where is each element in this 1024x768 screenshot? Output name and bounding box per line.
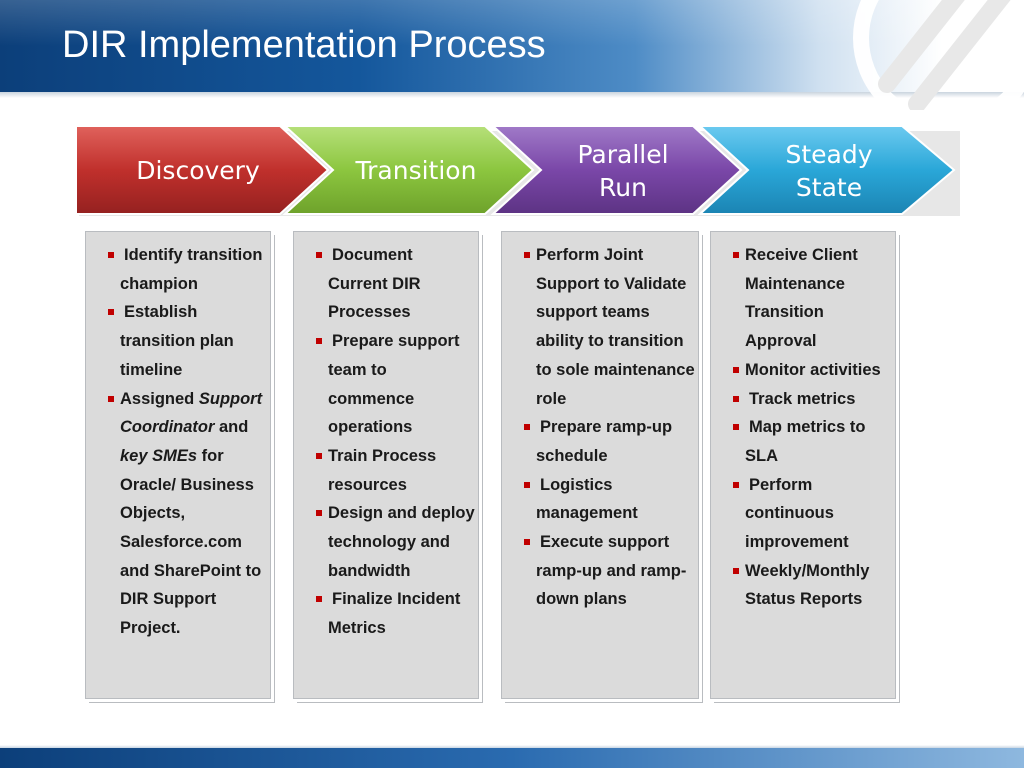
bullet-icon	[733, 252, 739, 258]
bullet-icon	[733, 395, 739, 402]
bullet-icon	[733, 567, 739, 574]
parallel-run-tasks-box: Perform Joint Support to Validate suppor…	[501, 231, 699, 699]
list-item: Finalize Incident Metrics	[316, 585, 476, 642]
phase-label-parallel: Parallel	[577, 140, 668, 169]
phase-label-transition: Transition	[355, 156, 477, 185]
bullet-icon	[524, 481, 530, 488]
list-item: Prepare support team to commence operati…	[316, 327, 476, 442]
parallel-run-task-list: Perform Joint Support to Validate suppor…	[524, 241, 696, 614]
bullet-icon	[524, 252, 530, 258]
steady-state-task-list: Receive Client Maintenance Transition Ap…	[733, 241, 893, 614]
discovery-task-list: Identify transition champion Establish t…	[108, 241, 268, 643]
bullet-icon	[108, 309, 114, 316]
phase-label-discovery: Discovery	[136, 156, 260, 185]
footer-bar	[0, 745, 1024, 768]
bullet-icon	[524, 539, 530, 546]
bullet-icon	[524, 424, 530, 431]
phase-label-run: Run	[599, 173, 647, 202]
list-item: Receive Client Maintenance Transition Ap…	[733, 241, 893, 356]
chevron-steady-state	[697, 125, 956, 215]
list-item: Track metrics	[733, 385, 893, 414]
header-divider	[0, 92, 1024, 98]
chevron-transition	[282, 125, 535, 215]
list-item: Prepare ramp-up schedule	[524, 413, 696, 470]
slide-title: DIR Implementation Process	[62, 24, 546, 66]
transition-task-list: Document Current DIR Processes Prepare s…	[316, 241, 476, 643]
list-item: Perform Joint Support to Validate suppor…	[524, 241, 696, 413]
bullet-icon	[316, 338, 322, 345]
bullet-icon	[316, 452, 322, 459]
list-item: Design and deploy technology and bandwid…	[316, 499, 476, 585]
phase-label-steady: Steady	[785, 140, 872, 169]
list-item: Train Process resources	[316, 442, 476, 499]
bullet-icon	[316, 596, 322, 603]
bullet-icon	[108, 252, 114, 258]
header-banner	[0, 0, 1024, 92]
bullet-icon	[108, 395, 114, 402]
list-item: Document Current DIR Processes	[316, 241, 476, 327]
list-item: Weekly/Monthly Status Reports	[733, 557, 893, 614]
chevron-parallel-run	[490, 125, 743, 215]
bullet-icon	[733, 481, 739, 488]
list-item: Establish transition plan timeline	[108, 298, 268, 384]
bullet-icon	[733, 424, 739, 431]
bullet-icon	[316, 510, 322, 517]
phase-chevrons: Discovery Transition Parallel Run Steady…	[75, 125, 960, 216]
phase-label-state: State	[796, 173, 862, 202]
discovery-tasks-box: Identify transition champion Establish t…	[85, 231, 271, 699]
bullet-icon	[316, 252, 322, 258]
list-item: Identify transition champion	[108, 241, 268, 298]
bullet-icon	[733, 366, 739, 373]
chevron-discovery	[75, 125, 330, 215]
list-item: Monitor activities	[733, 356, 893, 385]
company-logo	[853, 0, 1024, 110]
list-item: Assigned Support Coordinator and key SME…	[108, 385, 268, 643]
list-item: Map metrics to SLA	[733, 413, 893, 470]
transition-tasks-box: Document Current DIR Processes Prepare s…	[293, 231, 479, 699]
list-item: Execute support ramp-up and ramp-down pl…	[524, 528, 696, 614]
steady-state-tasks-box: Receive Client Maintenance Transition Ap…	[710, 231, 896, 699]
list-item: Logistics management	[524, 471, 696, 528]
list-item: Perform continuous improvement	[733, 471, 893, 557]
